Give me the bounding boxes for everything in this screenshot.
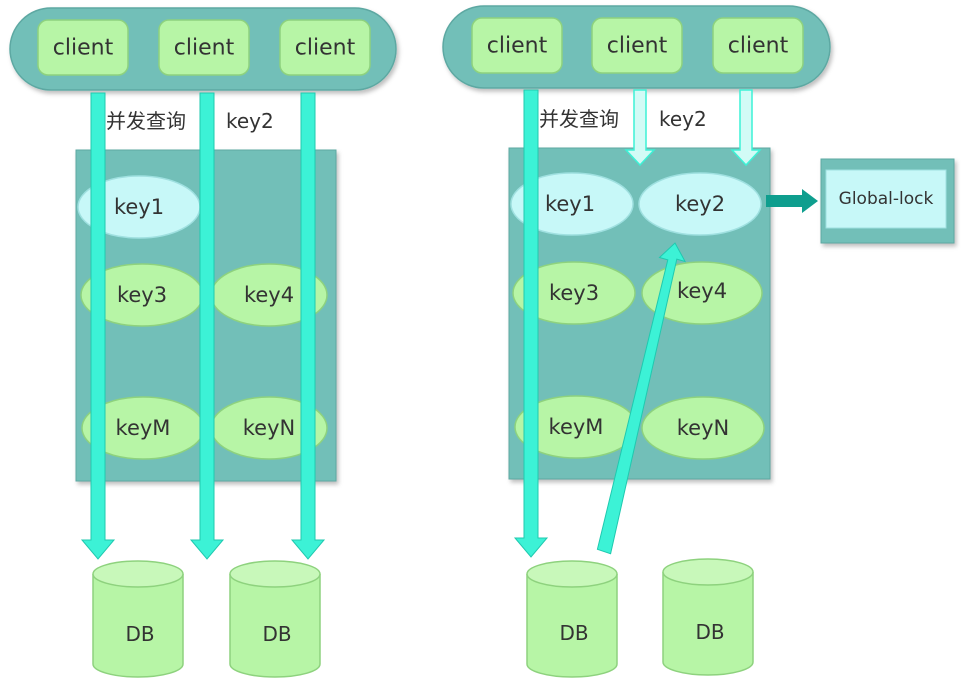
right-key2-arrow-2 [730, 89, 762, 167]
right-keyM: keyM [514, 395, 638, 459]
svg-text:key4: key4 [244, 283, 294, 307]
right-keyN: keyN [641, 396, 765, 460]
left-client-1: client [37, 19, 129, 76]
right-key3: key3 [512, 261, 636, 325]
svg-text:DB: DB [125, 622, 154, 646]
left-keyM: keyM [81, 396, 205, 460]
right-client-3: client [712, 17, 804, 74]
svg-text:keyM: keyM [116, 416, 171, 440]
svg-text:key1: key1 [545, 192, 595, 216]
global-lock-box: Global-lock [820, 158, 955, 244]
svg-text:key4: key4 [677, 279, 727, 303]
right-db-2: DB [662, 558, 754, 676]
left-query-arrow-1 [80, 92, 116, 560]
svg-text:client: client [607, 34, 668, 59]
right-lock-arrow [766, 189, 818, 213]
left-client-3: client [279, 19, 371, 76]
left-query-arrow-3 [290, 92, 326, 560]
left-annotation-key: key2 [226, 109, 274, 133]
right-key1: key1 [510, 172, 634, 236]
right-diagram: client client client key1 key2 key3 key4 [442, 5, 955, 678]
left-annotation: 并发查询 [106, 109, 186, 133]
left-key1: key1 [77, 175, 201, 239]
left-client-2-label: client [174, 36, 235, 61]
svg-text:keyN: keyN [677, 416, 729, 440]
right-key2-arrow-1 [624, 89, 656, 167]
svg-text:DB: DB [695, 620, 724, 644]
svg-text:key3: key3 [117, 283, 167, 307]
right-client-1: client [471, 17, 563, 74]
svg-text:keyM: keyM [549, 415, 604, 439]
right-query-arrow [513, 89, 549, 558]
right-annotation: 并发查询 [539, 107, 619, 131]
svg-text:key3: key3 [549, 281, 599, 305]
svg-text:client: client [487, 34, 548, 59]
left-diagram: client client client key1 key3 key4 keyM [9, 7, 397, 678]
svg-text:client: client [728, 34, 789, 59]
left-query-arrow-2 [189, 92, 225, 560]
svg-text:key2: key2 [675, 192, 725, 216]
left-client-1-label: client [53, 36, 114, 61]
right-db-1: DB [526, 560, 618, 678]
right-client-2: client [591, 17, 683, 74]
left-db-2: DB [229, 560, 321, 678]
svg-text:DB: DB [559, 621, 588, 645]
left-client-3-label: client [295, 36, 356, 61]
left-db-1: DB [92, 560, 184, 678]
svg-text:keyN: keyN [243, 416, 295, 440]
svg-text:key1: key1 [114, 195, 164, 219]
left-client-2: client [158, 19, 250, 76]
right-key2: key2 [638, 172, 762, 236]
svg-text:DB: DB [262, 622, 291, 646]
global-lock-label: Global-lock [839, 189, 934, 209]
right-refill-arrow [596, 242, 687, 555]
left-keyN: keyN [210, 396, 328, 460]
right-annotation-key: key2 [659, 107, 707, 131]
